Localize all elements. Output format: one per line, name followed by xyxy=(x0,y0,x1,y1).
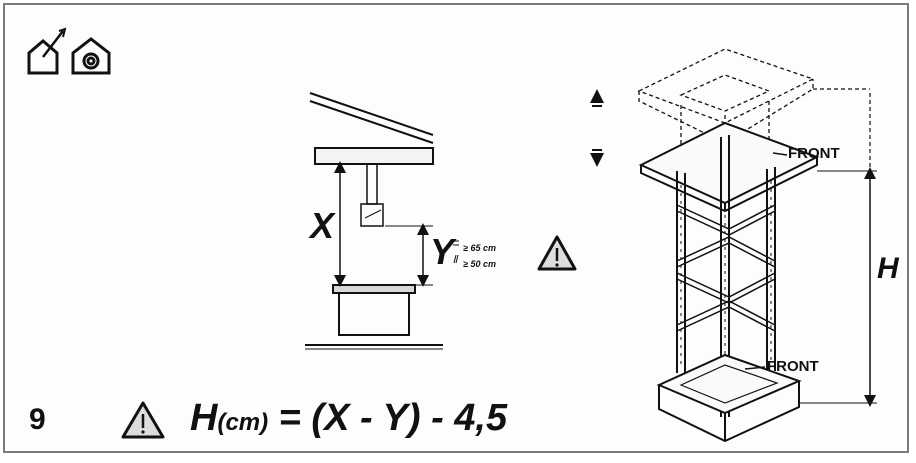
dimension-label-x: X xyxy=(310,205,335,246)
electric-hob-distance: ≥ 65 cm xyxy=(463,243,496,253)
formula-rhs: = (X - Y) - 4,5 xyxy=(268,397,508,439)
height-formula: H(cm) = (X - Y) - 4,5 xyxy=(190,397,507,440)
house-with-flue-icon xyxy=(27,27,67,75)
formula-lhs: H xyxy=(190,397,218,439)
step-number: 9 xyxy=(29,403,46,436)
formula-unit: (cm) xyxy=(217,409,269,436)
front-label-top: FRONT xyxy=(788,145,840,162)
dimension-label-y: Y xyxy=(430,231,455,272)
arrow-down-icon xyxy=(590,149,604,167)
warning-triangle-icon xyxy=(121,401,165,439)
dimension-label-h: H xyxy=(877,252,899,285)
instruction-panel: 9 H(cm) = (X - Y) - 4,5 X Y H FRONT FRON… xyxy=(3,3,909,453)
chimney-frame-diagram xyxy=(637,48,877,443)
gas-hob-distance: ≥ 50 cm xyxy=(463,259,496,269)
warning-triangle-icon xyxy=(537,235,577,271)
house-recirculation-icon xyxy=(71,37,111,75)
ceiling-section-diagram xyxy=(305,92,443,350)
gas-hob-icon xyxy=(453,254,459,264)
front-label-bottom: FRONT xyxy=(767,358,819,375)
electric-hob-icon xyxy=(453,240,459,246)
installation-diagram xyxy=(27,27,877,443)
arrow-up-icon xyxy=(590,89,604,107)
